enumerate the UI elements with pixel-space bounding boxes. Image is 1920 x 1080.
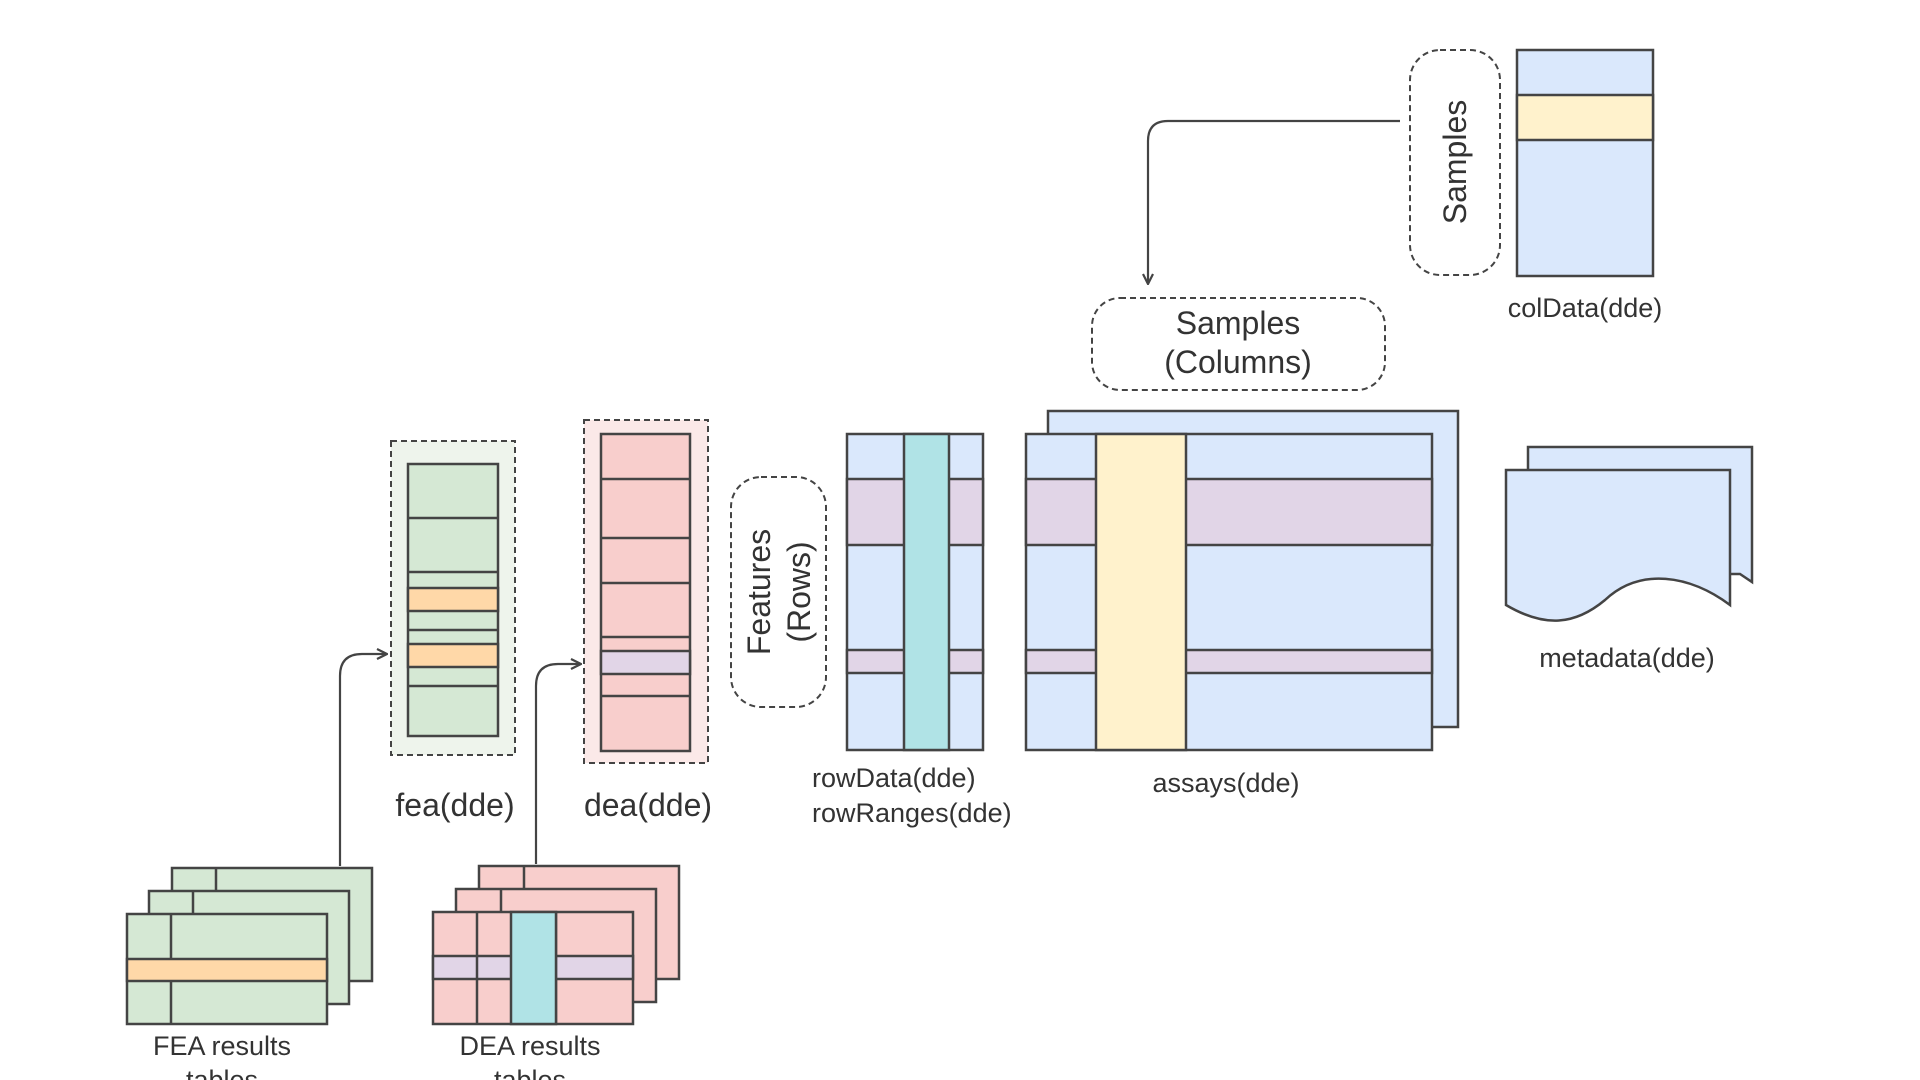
rowdata-label-2: rowRanges(dde) xyxy=(812,798,1012,828)
dea-results-label-1: DEA results xyxy=(459,1031,600,1061)
features-rows-callout: Features (Rows) xyxy=(730,476,827,708)
rowdata-column-highlight xyxy=(902,432,951,752)
assays-row-highlight-1 xyxy=(1024,477,1434,547)
assays-row-highlight-2 xyxy=(1024,648,1434,675)
fea-results-highlight-row xyxy=(125,957,329,983)
samples-columns-label-2: (Columns) xyxy=(1164,344,1312,380)
coldata-block: colData(dde) xyxy=(1508,48,1663,323)
dea-label: dea(dde) xyxy=(584,787,712,823)
samples-arrow xyxy=(1148,119,1400,283)
dea-results-label-2: tables xyxy=(494,1065,566,1080)
fea-label: fea(dde) xyxy=(395,787,514,823)
rowdata-block: rowData(dde) rowRanges(dde) xyxy=(812,432,1012,828)
assays-label: assays(dde) xyxy=(1152,768,1299,798)
fea-arrow xyxy=(338,654,386,866)
samples-columns-label-1: Samples xyxy=(1176,305,1301,341)
fea-results-tables: FEA results tables xyxy=(125,866,374,1080)
features-rows-label-1: Features xyxy=(741,529,777,655)
metadata-front-page xyxy=(1504,468,1732,622)
samples-vertical-box xyxy=(1409,49,1501,276)
dea-block: dea(dde) xyxy=(583,419,712,823)
metadata-block: metadata(dde) xyxy=(1504,445,1754,673)
dea-table xyxy=(599,432,692,753)
coldata-highlight-row xyxy=(1515,93,1655,142)
dea-arrow xyxy=(534,664,580,864)
samples-vertical-callout: Samples xyxy=(1409,49,1501,276)
fea-block: fea(dde) xyxy=(390,440,516,823)
assays-column-highlight xyxy=(1094,432,1188,752)
dea-row-highlight xyxy=(599,649,692,676)
samples-vertical-label: Samples xyxy=(1437,100,1473,225)
coldata-label: colData(dde) xyxy=(1508,293,1663,323)
dea-results-highlight-column xyxy=(509,910,558,1026)
features-rows-label-2: (Rows) xyxy=(781,541,817,642)
metadata-label: metadata(dde) xyxy=(1539,643,1715,673)
samples-columns-callout: Samples (Columns) xyxy=(1091,297,1386,391)
coldata-table xyxy=(1515,48,1655,278)
dea-results-tables: DEA results tables xyxy=(431,864,681,1080)
rowdata-label-1: rowData(dde) xyxy=(812,763,976,793)
fea-row-highlight-2 xyxy=(406,642,500,669)
fea-results-label-1: FEA results xyxy=(153,1031,291,1061)
fea-row-highlight-1 xyxy=(406,586,500,613)
fea-results-label-2: tables xyxy=(186,1065,258,1080)
assays-block: assays(dde) xyxy=(1024,409,1460,798)
